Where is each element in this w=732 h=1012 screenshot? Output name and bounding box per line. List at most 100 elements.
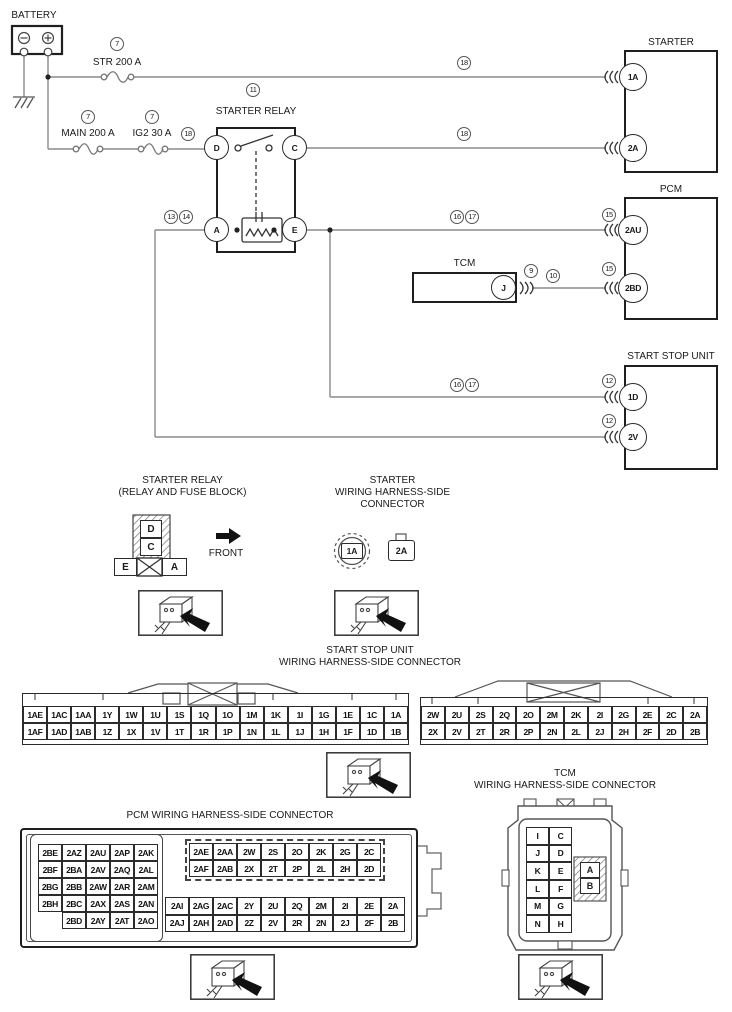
- pin-cell: 1AC: [47, 706, 72, 723]
- pin-cell: 1I: [287, 706, 312, 723]
- pcm-connector-outer: [20, 828, 418, 948]
- pin-cell: 2R: [492, 723, 517, 740]
- pin-cell: 2A: [381, 897, 405, 915]
- pin-cell: 2BE: [38, 844, 62, 861]
- pin-cell: 2M: [540, 706, 564, 723]
- pin-cell: 1V: [143, 723, 168, 740]
- pin-cell: 2AG: [189, 897, 213, 915]
- tcm-aux-cell-b: B: [580, 878, 600, 894]
- pin-cell: 1T: [167, 723, 192, 740]
- relay-pin-e: E: [282, 217, 307, 242]
- pin-cell: 2W: [237, 843, 261, 860]
- pin-cell: 2Q: [285, 897, 309, 915]
- pcm-bracket-icon: [418, 845, 442, 917]
- pin-cell: 1Q: [191, 706, 216, 723]
- pin-cell: 2G: [611, 706, 636, 723]
- pin-cell: 2E: [357, 897, 381, 915]
- pin-cell: 1D: [359, 723, 384, 740]
- ssu-box-label: START STOP UNIT: [627, 351, 715, 362]
- pin-cell: 2BA: [62, 861, 86, 878]
- pin-cell: 2K: [564, 706, 588, 723]
- pin-cell: 2AB: [213, 860, 237, 877]
- pin-cell: 2G: [333, 843, 357, 860]
- pin-cell: 2H: [611, 723, 636, 740]
- pin-cell: 2AD: [213, 914, 237, 932]
- pin-cell: H: [549, 915, 572, 933]
- callout-pcm-2bd: 15: [602, 262, 616, 276]
- pin-cell: 1J: [287, 723, 312, 740]
- pin-cell: 2AE: [189, 843, 213, 860]
- pin-cell: 2I: [587, 706, 612, 723]
- pin-cell: 2AM: [134, 878, 158, 895]
- starter-box-label: STARTER: [648, 37, 694, 48]
- pin-cell: 1L: [263, 723, 288, 740]
- pin-cell: 1W: [119, 706, 144, 723]
- pcm-pin-2au: 2AU: [618, 215, 648, 245]
- pin-cell: 1M: [239, 706, 264, 723]
- callout-wire-e-17: 17: [465, 210, 479, 224]
- pin-cell: 1A: [383, 706, 408, 723]
- starter-connector-title: STARTER WIRING HARNESS-SIDE CONNECTOR: [334, 475, 450, 510]
- pin-cell: 2X: [421, 723, 445, 740]
- pin-cell: 2R: [285, 914, 309, 932]
- pin-cell: 1F: [335, 723, 360, 740]
- pin-cell: 1E: [335, 706, 360, 723]
- pin-cell: 2BF: [38, 861, 62, 878]
- pin-cell: 1G: [311, 706, 336, 723]
- pin-cell: 2D: [357, 860, 381, 877]
- pin-cell: I: [526, 827, 549, 845]
- pin-cell: 2M: [309, 897, 333, 915]
- pin-cell: 2I: [333, 897, 357, 915]
- pin-cell: 2U: [444, 706, 469, 723]
- pin-cell: 2P: [516, 723, 541, 740]
- pin-cell: 2W: [421, 706, 445, 723]
- pin-cell: K: [526, 862, 549, 880]
- pin-cell: 1C: [359, 706, 384, 723]
- pin-cell: 2C: [357, 843, 381, 860]
- callout-fuse-ig2: 7: [145, 110, 159, 124]
- pin-cell: 1U: [143, 706, 168, 723]
- pin-cell: 2U: [261, 897, 285, 915]
- relay-block-cell-c: C: [140, 538, 162, 556]
- pin-cell: 2AP: [110, 844, 134, 861]
- pin-cell: 1AA: [71, 706, 96, 723]
- pin-cell: 2T: [468, 723, 493, 740]
- pin-cell: 2AV: [86, 861, 110, 878]
- pin-cell: 2Q: [492, 706, 517, 723]
- pcm-box-label: PCM: [659, 184, 683, 195]
- callout-wire-1d-16: 16: [450, 378, 464, 392]
- ground-icon: [13, 96, 35, 109]
- pin-cell: [38, 912, 62, 929]
- pin-cell: D: [549, 844, 572, 863]
- pin-cell: 2AC: [213, 897, 237, 915]
- fuse-str-label: STR 200 A: [92, 57, 142, 68]
- fuse-ig2-label: IG2 30 A: [132, 128, 172, 139]
- callout-wire-e-16: 16: [450, 210, 464, 224]
- pin-cell: 2AL: [134, 861, 158, 878]
- starter-pin-1a: 1A: [619, 63, 647, 91]
- front-label: FRONT: [208, 548, 244, 559]
- pin-cell: 2V: [444, 723, 469, 740]
- pin-cell: 1S: [167, 706, 192, 723]
- pin-cell: E: [549, 862, 572, 880]
- pin-cell: 1Y: [95, 706, 120, 723]
- fuse-main-label: MAIN 200 A: [61, 128, 115, 139]
- pin-cell: 2AK: [134, 844, 158, 861]
- callout-wire-a-13: 13: [164, 210, 178, 224]
- pin-cell: 2AY: [86, 912, 110, 929]
- pin-cell: F: [549, 879, 572, 898]
- pin-cell: 2N: [309, 914, 333, 932]
- relay-block-cell-e: E: [114, 558, 137, 576]
- pin-cell: 1O: [215, 706, 240, 723]
- relay-block-cell-d: D: [140, 520, 162, 538]
- callout-fuse-main: 7: [81, 110, 95, 124]
- ssu-box: [624, 365, 718, 470]
- pin-cell: 1H: [311, 723, 336, 740]
- relay-pin-a: A: [204, 217, 229, 242]
